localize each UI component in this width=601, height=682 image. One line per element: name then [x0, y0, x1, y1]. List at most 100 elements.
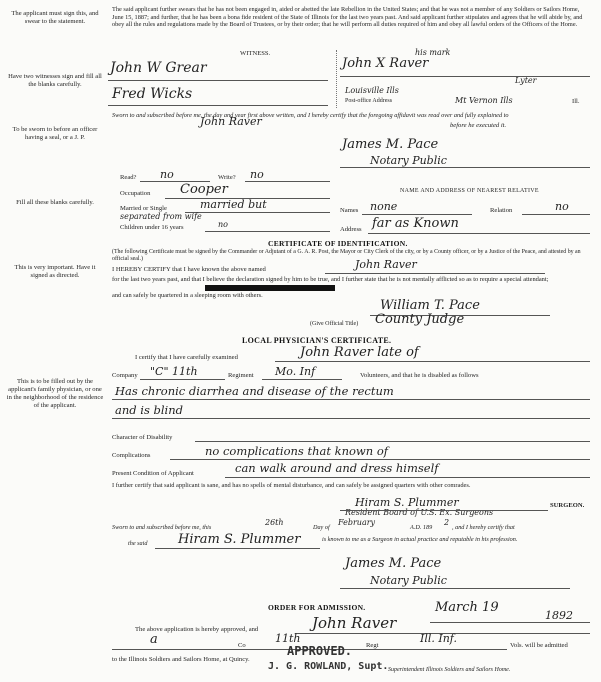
witness2-signature: Fred Wicks [112, 86, 193, 102]
surgeon-label: SURGEON. [550, 502, 585, 509]
disability-line1: Has chronic diarrhea and disease of the … [115, 384, 394, 398]
complications-line [170, 459, 590, 460]
witness1-signature: John W Grear [110, 60, 207, 76]
surgeon-line [340, 510, 548, 511]
admission-unit: Ill. Inf. [420, 632, 457, 645]
witness1-line [108, 80, 328, 81]
notary2-title: Notary Public [370, 574, 447, 587]
notary1-line [340, 167, 590, 168]
notary1-title: Notary Public [370, 154, 447, 167]
identification-signature: William T. Pace [380, 298, 480, 313]
address-label-2: Address [340, 226, 362, 233]
approved-stamp: APPROVED. [287, 644, 353, 658]
disability-line-2 [112, 418, 590, 419]
physician-heading: LOCAL PHYSICIAN'S CERTIFICATE. [242, 336, 392, 345]
occupation-label: Occupation [120, 190, 151, 197]
physician-sworn: Sworn to and subscribed before me, this [112, 524, 212, 531]
day-value: 26th [265, 518, 284, 527]
said-line [155, 548, 320, 549]
married-line [185, 212, 330, 213]
witness2-line [108, 105, 328, 106]
names-label: Names [340, 207, 359, 214]
sane-text: I further certify that said applicant is… [112, 482, 471, 489]
company-value: "C" 11th [150, 365, 198, 378]
notary2-signature: James M. Pace [345, 556, 442, 571]
admission-applicant: John Raver [312, 614, 397, 632]
applicant-line [295, 633, 590, 634]
character-line [195, 441, 590, 442]
margin-note-fill: Fill all these blanks carefully. [16, 199, 94, 206]
read-value: no [160, 168, 174, 181]
year-value: 2 [444, 518, 450, 527]
condition-label: Present Condition of Applicant [112, 470, 194, 477]
occupation-value: Cooper [180, 182, 228, 197]
identification-sign-line [370, 315, 550, 316]
write-line [245, 181, 330, 182]
complications-label: Complications [112, 452, 151, 459]
disability-line2: and is blind [115, 403, 184, 417]
physician-certify: I certify that I have carefully examined [135, 354, 238, 361]
month-value: February [338, 518, 376, 527]
company-line [140, 379, 225, 380]
read-label: Read? [120, 174, 137, 181]
regt-label: Regt [366, 642, 379, 649]
year-text: A.D. 189 [410, 524, 433, 531]
sworn-name: John Raver [200, 115, 262, 128]
relation-value: no [555, 200, 569, 213]
margin-note-witnesses: Have two witnesses sign and fill all the… [8, 73, 102, 88]
address-line1: Lyter [515, 76, 537, 85]
admission-heading: ORDER FOR ADMISSION. [268, 603, 366, 612]
regiment-value: Mo. Inf [275, 365, 316, 378]
address-label: Post-office Address [345, 98, 393, 104]
nearest-relative-heading: NAME AND ADDRESS OF NEAREST RELATIVE [400, 188, 539, 194]
certify-further: , and I hereby certify that [452, 524, 515, 531]
sworn-text: Sworn to and subscribed before me, the d… [112, 112, 509, 119]
admission-company: a [150, 632, 158, 647]
names-value: none [370, 200, 398, 213]
write-value: no [250, 168, 264, 181]
oath-text: The said applicant further swears that h… [112, 6, 583, 29]
disability-line-1 [112, 399, 590, 400]
sworn-before: before he executed it. [450, 122, 507, 129]
address-line [368, 233, 590, 234]
address-value: far as Known [372, 216, 459, 231]
names-line [362, 214, 472, 215]
official-title-label: (Give Official Title) [310, 321, 359, 327]
applicant-signature: John X Raver [342, 56, 429, 71]
notary2-line [340, 588, 570, 589]
known-text: is known to me as a Surgeon in actual pr… [322, 536, 518, 543]
identification-heading: CERTIFICATE OF IDENTIFICATION. [268, 239, 408, 248]
company-label: Company [112, 372, 138, 379]
admit-text: to the Illinois Soldiers and Sailors Hom… [112, 656, 250, 663]
identification-name-line [325, 273, 545, 274]
occupation-line [165, 198, 330, 199]
applicant-sign-line [340, 76, 590, 77]
signature-divider [336, 50, 337, 108]
superintendent-label: Superintendent Illinois Soldiers and Sai… [388, 667, 511, 673]
surgeon-signature: Hiram S. Plummer [355, 496, 459, 509]
admission-text-start: The above application is hereby approved… [135, 626, 259, 633]
margin-note-physician: This is to be filled out by the applican… [6, 378, 104, 409]
ills-label: Ill. [572, 98, 580, 105]
surgeon-note: Resident Board of U.S. Ex. Surgeons [345, 508, 494, 517]
regiment-line [262, 379, 342, 380]
complications-value: no complications that known of [205, 444, 389, 458]
married-extra: separated from wife [120, 212, 202, 221]
read-line [140, 181, 210, 182]
married-label: Married or Single [120, 205, 167, 212]
relation-line [522, 214, 590, 215]
write-label: Write? [218, 174, 236, 181]
date-line [430, 622, 590, 623]
relation-label: Relation [490, 207, 513, 214]
notary1-signature: James M. Pace [342, 137, 439, 152]
regiment-label: Regiment [228, 372, 254, 379]
admission-year: 1892 [545, 609, 573, 622]
identification-note: (The following Certificate must be signe… [112, 249, 581, 262]
volunteers-text: Volunteers, and that he is disabled as f… [360, 372, 479, 379]
rowland-stamp: J. G. ROWLAND, Supt. [268, 661, 389, 672]
admission-date: March 19 [435, 600, 499, 615]
official-title: County Judge [375, 312, 465, 327]
address-line3: Mt Vernon Ills [455, 96, 513, 105]
identification-text-after: for the last two years past, and that I … [112, 276, 549, 283]
